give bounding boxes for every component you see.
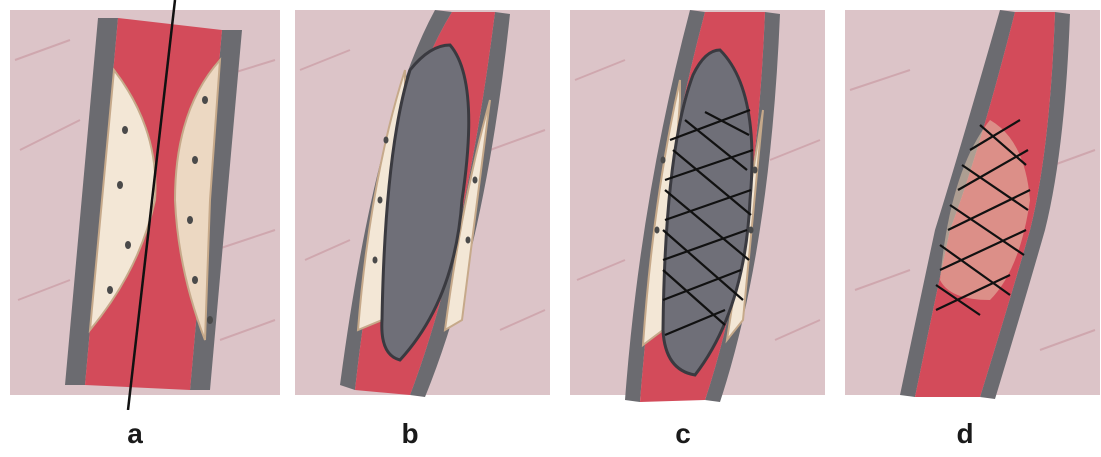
vessel-illustration-d	[840, 0, 1101, 410]
panel-label-d: d	[830, 418, 1100, 450]
panel-c-stent-on-balloon	[565, 0, 835, 410]
panel-b-balloon	[290, 0, 560, 410]
panel-d-stent-deployed	[840, 0, 1101, 410]
vessel-illustration-c	[565, 0, 835, 410]
panel-a-stenosis	[10, 0, 280, 410]
vessel-illustration-b	[290, 0, 560, 410]
vessel-illustration-a	[10, 0, 280, 410]
panel-label-c: c	[548, 418, 818, 450]
panel-label-b: b	[275, 418, 545, 450]
panel-label-a: a	[0, 418, 270, 450]
